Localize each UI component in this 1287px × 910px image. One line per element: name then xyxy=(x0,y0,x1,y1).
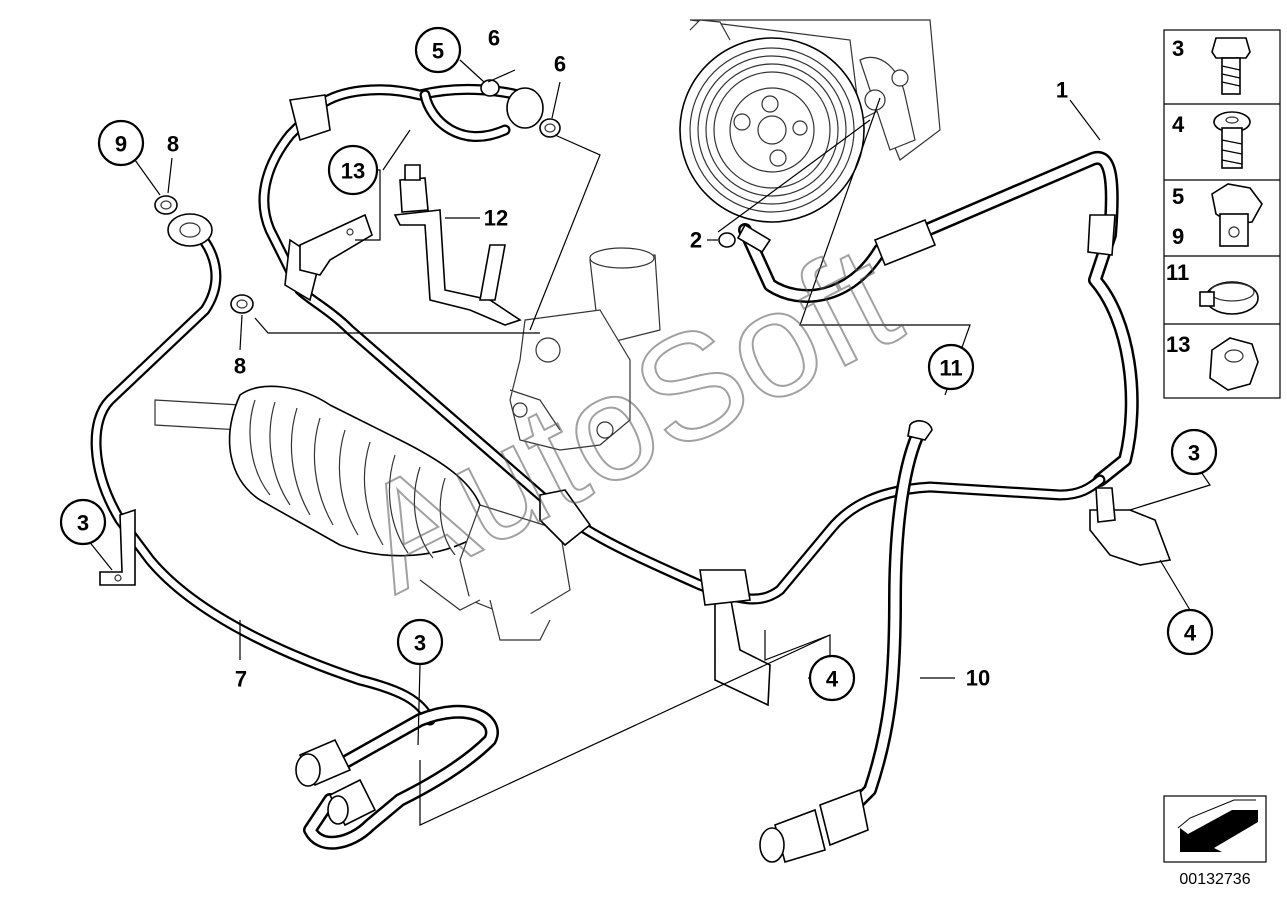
callout-4-right: 4 xyxy=(1184,621,1197,646)
legend-label-5: 5 xyxy=(1172,184,1184,209)
callout-11: 11 xyxy=(939,356,962,381)
callout-12: 12 xyxy=(484,206,508,231)
valve-body xyxy=(509,247,661,451)
callout-10: 10 xyxy=(966,666,990,691)
callout-9: 9 xyxy=(115,132,127,157)
callout-7: 7 xyxy=(235,667,247,692)
legend-label-3: 3 xyxy=(1172,36,1184,61)
callout-1: 1 xyxy=(1056,78,1068,103)
callout-3-right: 3 xyxy=(1188,441,1200,466)
document-number: 00132736 xyxy=(1179,871,1250,888)
callout-5: 5 xyxy=(432,39,444,64)
callout-8-top: 8 xyxy=(167,132,179,157)
arrow-icon xyxy=(1180,810,1258,852)
banjo-bolt-icon xyxy=(1211,183,1263,247)
callout-3-bottom: 3 xyxy=(414,631,426,656)
hose-clamp-icon xyxy=(1199,281,1259,315)
steering-pump xyxy=(679,19,941,223)
callout-8-bottom: 8 xyxy=(234,354,246,379)
callout-4-center: 4 xyxy=(826,667,839,692)
callout-6-right: 6 xyxy=(554,52,566,77)
legend-label-4: 4 xyxy=(1172,112,1185,137)
hex-bolt-icon xyxy=(1211,37,1251,95)
leader-lines xyxy=(87,59,1211,826)
round-head-bolt-icon xyxy=(1213,111,1251,169)
bracket-12 xyxy=(393,209,522,326)
callout-2: 2 xyxy=(690,228,702,253)
bracket-right xyxy=(1089,509,1172,566)
callout-13: 13 xyxy=(341,159,365,184)
bracket-13 xyxy=(299,213,373,276)
o-ring-2 xyxy=(718,232,736,248)
bracket-left xyxy=(99,508,136,586)
legend-label-9: 9 xyxy=(1172,224,1184,249)
legend-label-13: 13 xyxy=(1166,332,1190,357)
bracket-center xyxy=(714,593,771,707)
steering-rack xyxy=(154,385,571,641)
parts-legend: 3 4 5 9 11 xyxy=(1163,29,1281,399)
orientation-arrow-box xyxy=(1163,795,1267,863)
legend-label-11: 11 xyxy=(1166,260,1189,285)
hex-nut-icon xyxy=(1209,337,1259,391)
callout-3-left: 3 xyxy=(77,511,89,536)
callout-6-left: 6 xyxy=(488,26,500,51)
o-ring-6a xyxy=(480,79,500,97)
